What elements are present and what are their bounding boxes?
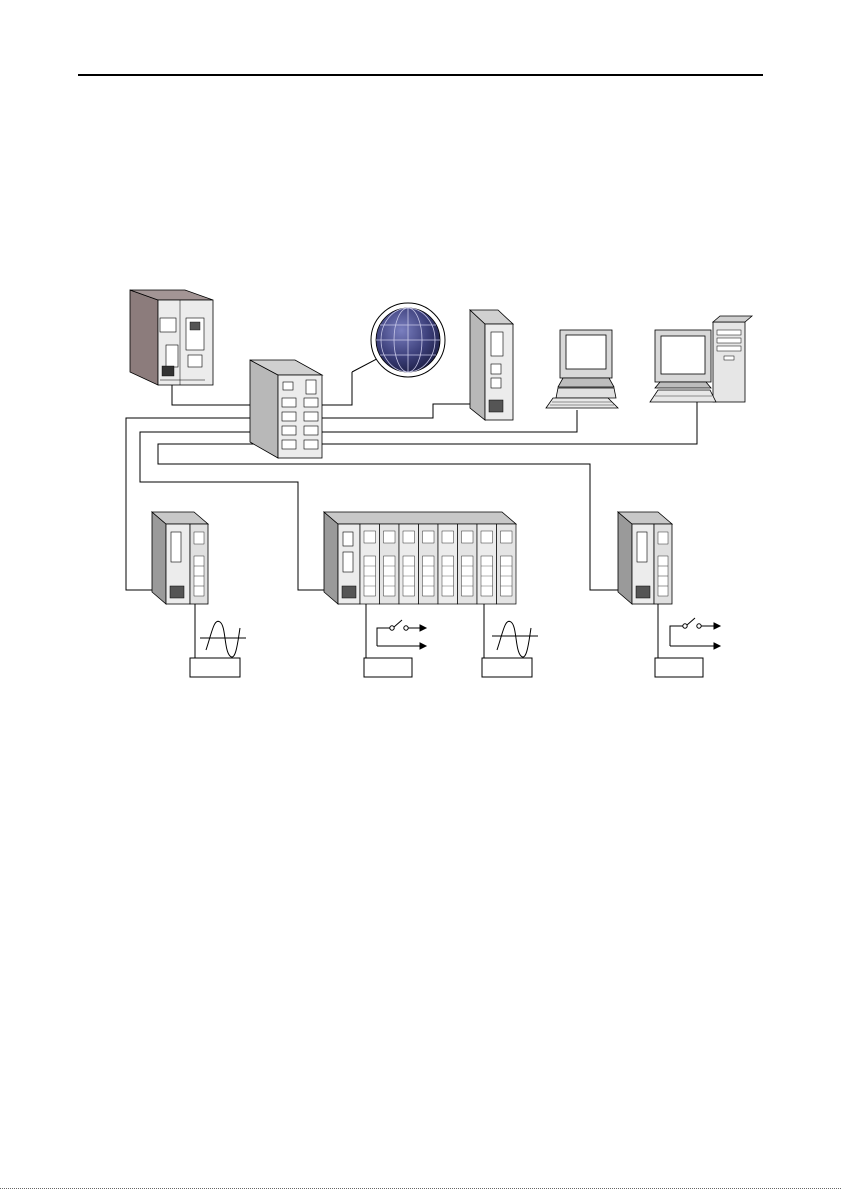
io-station-center[interactable] <box>324 512 516 604</box>
footer-rule <box>0 1188 841 1189</box>
io-module <box>438 524 458 604</box>
io-module <box>380 524 400 604</box>
io-module <box>419 524 439 604</box>
io-station-right[interactable] <box>618 512 672 604</box>
analog-signal-left[interactable] <box>190 604 246 677</box>
cable-internet <box>318 372 352 405</box>
digital-switch-center[interactable] <box>364 604 426 677</box>
io-module <box>399 524 419 604</box>
io-module <box>497 524 517 604</box>
io-module <box>360 524 380 604</box>
analog-signal-center[interactable] <box>482 604 538 677</box>
serial-gateway[interactable] <box>470 310 513 420</box>
desktop-pc[interactable] <box>546 330 618 408</box>
digital-switch-right[interactable] <box>655 604 720 677</box>
io-module <box>477 524 497 604</box>
cable-gateway <box>318 404 481 418</box>
ethernet-switch[interactable] <box>250 360 322 458</box>
io-module <box>458 524 478 604</box>
controller-cpu[interactable] <box>130 290 213 385</box>
center-io-modules <box>360 524 516 604</box>
io-station-left[interactable] <box>152 512 208 604</box>
tower-pc[interactable] <box>650 316 752 402</box>
internet-globe[interactable] <box>371 303 445 377</box>
cable-desktop <box>318 410 577 432</box>
